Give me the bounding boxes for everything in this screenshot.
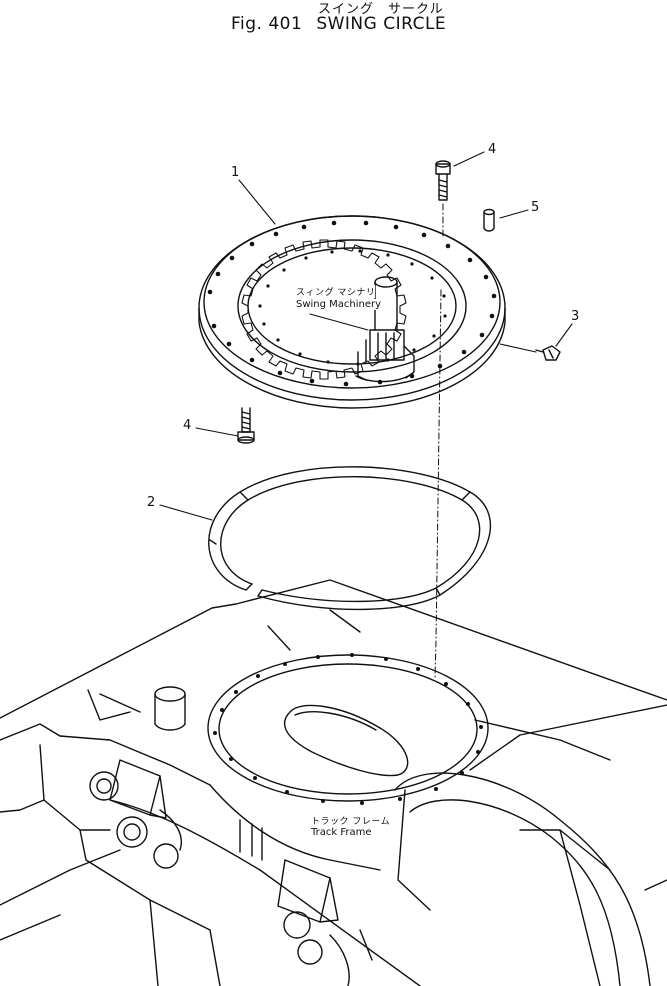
swing-machinery-label-en: Swing Machinery	[296, 299, 382, 310]
bolt-top	[435, 160, 451, 201]
track-frame-bolt-circle	[207, 653, 489, 805]
track-frame	[0, 579, 667, 986]
dowel-pin	[483, 208, 495, 232]
callout-5: 5	[531, 200, 540, 215]
callout-4-top: 4	[488, 142, 497, 157]
swing-machinery-label-jp: スィング マシナリ	[296, 285, 376, 298]
grease-fitting	[535, 345, 561, 361]
figure-number: Fig. 401	[231, 14, 303, 34]
callout-3: 3	[571, 309, 580, 324]
track-frame-label-en: Track Frame	[311, 827, 372, 838]
leader-lines	[159, 151, 573, 521]
track-frame-bolt-holes	[213, 653, 483, 805]
title-japanese: スイング サークル	[318, 2, 444, 17]
figure-title: Fig. 401 SWING CIRCLE	[231, 14, 460, 34]
callout-1: 1	[231, 165, 240, 180]
inner-gear-holes	[258, 249, 447, 366]
callout-2: 2	[147, 495, 156, 510]
bolt-bottom	[237, 407, 255, 444]
swing-circle	[198, 215, 506, 409]
swing-circle-bolt-holes	[207, 220, 497, 387]
alignment-line	[434, 203, 444, 679]
track-frame-label-jp: トラック フレーム	[311, 814, 391, 827]
figure-name: SWING CIRCLE	[316, 14, 447, 34]
callout-4-bottom: 4	[183, 418, 192, 433]
seal-ring	[208, 466, 492, 611]
